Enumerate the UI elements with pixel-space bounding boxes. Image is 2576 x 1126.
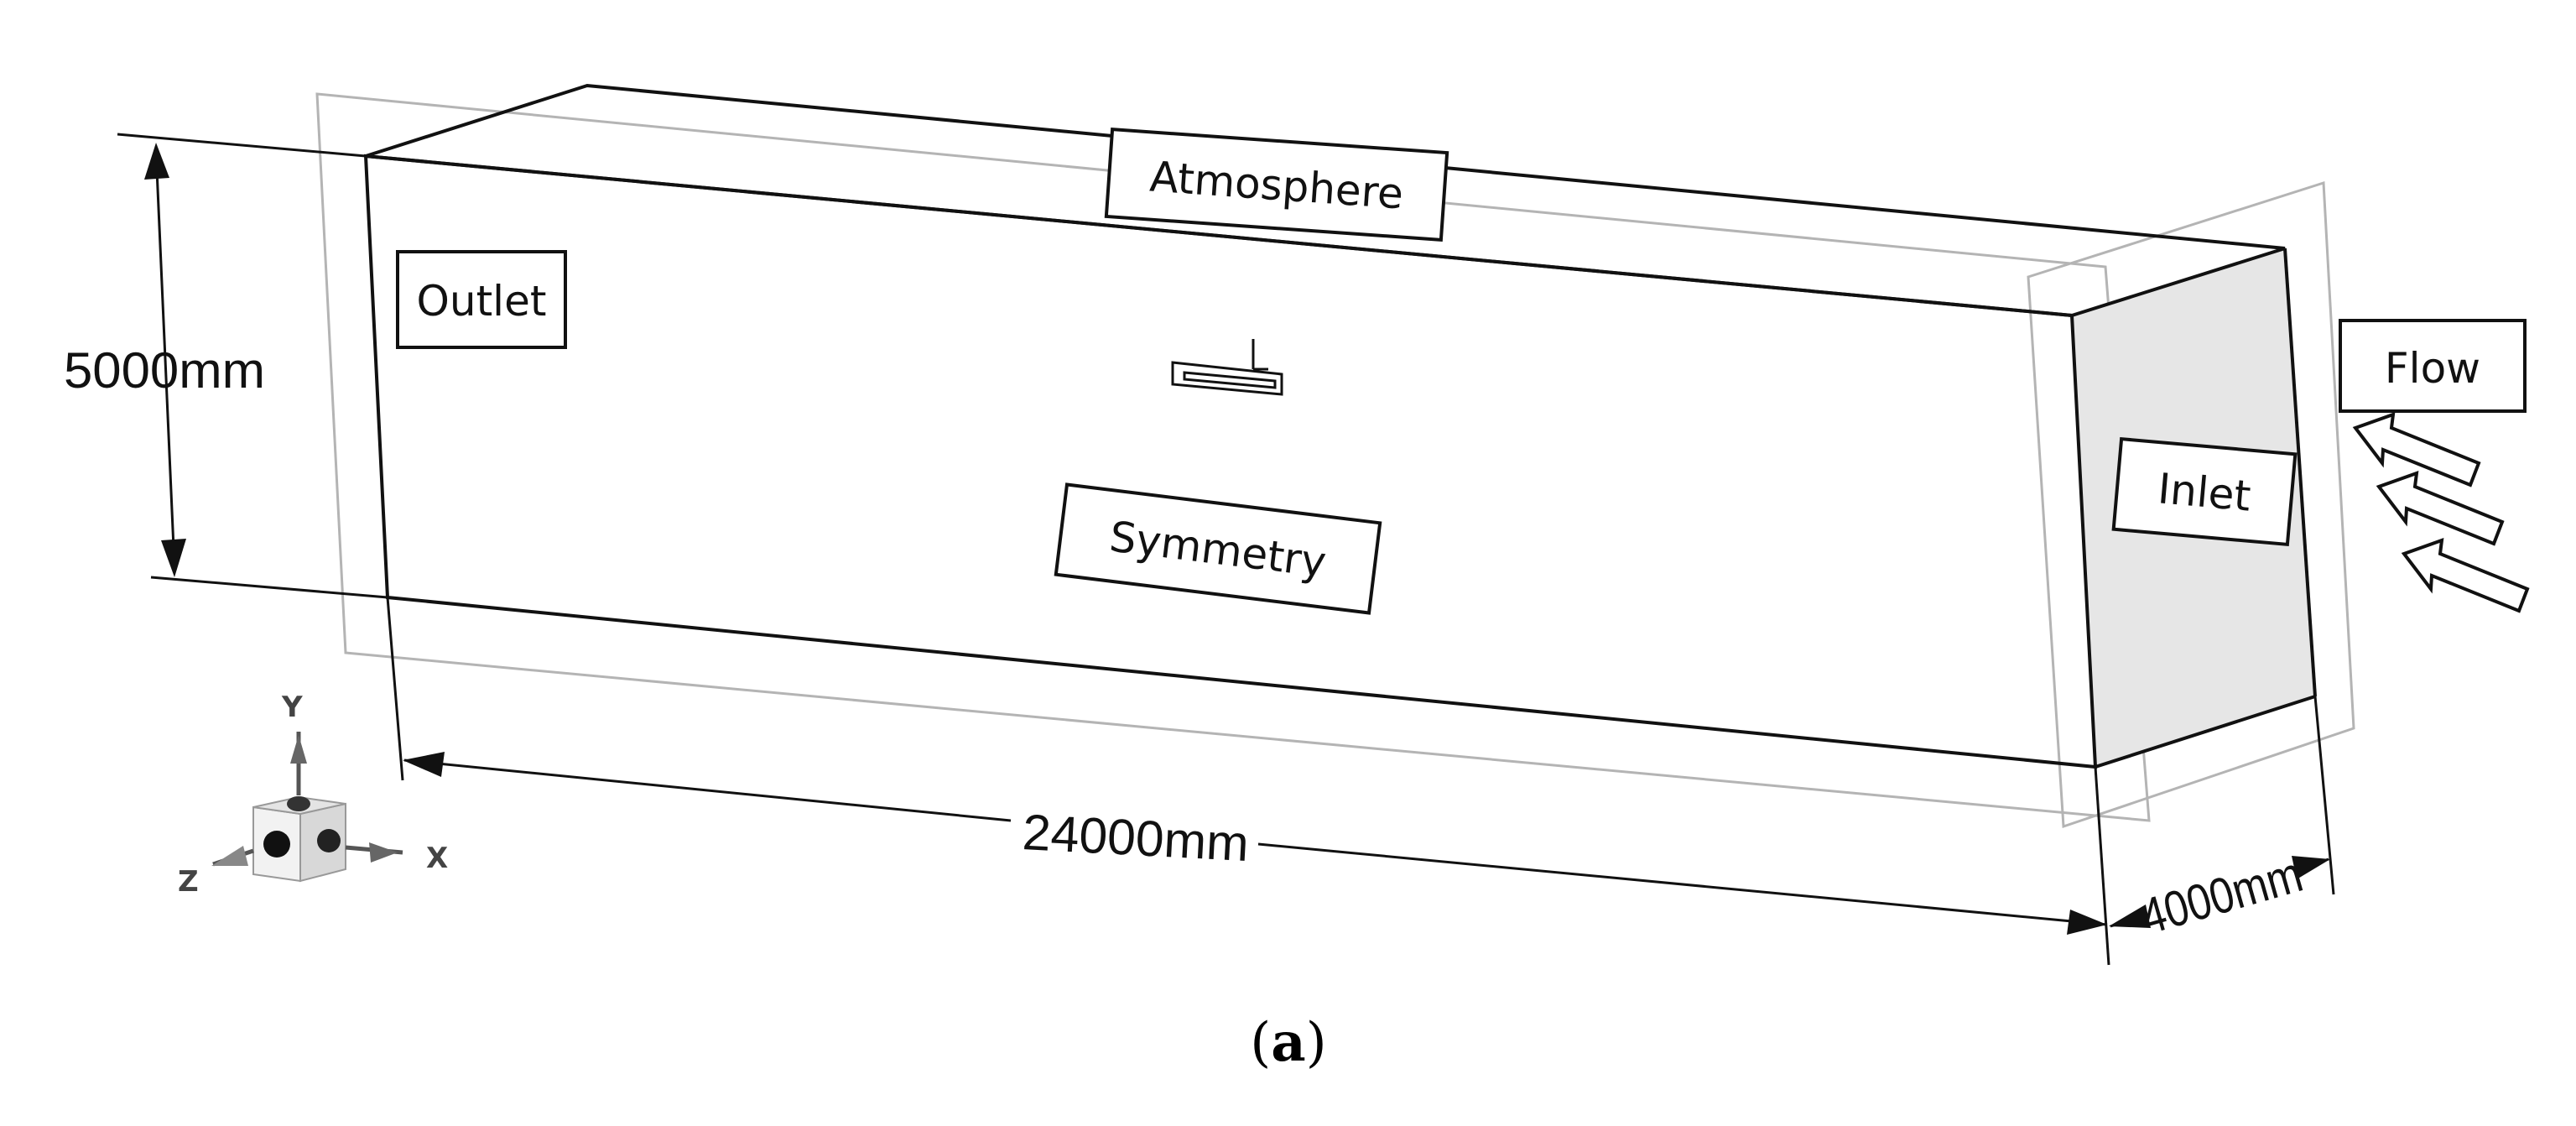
flow-label-box: Flow bbox=[2339, 319, 2527, 413]
triad-z-dot bbox=[263, 831, 290, 858]
width-label: 4000mm bbox=[2135, 846, 2308, 945]
axis-triad: Y X Z bbox=[178, 691, 448, 899]
triad-y-dot bbox=[287, 796, 310, 811]
figure-caption: (a) bbox=[1250, 1011, 1326, 1074]
inlet-label-box: Inlet bbox=[2111, 436, 2298, 547]
flow-arrow-icon bbox=[2352, 412, 2481, 487]
width-dimension bbox=[2109, 696, 2335, 928]
caption-open: ( bbox=[1250, 1012, 1271, 1074]
y-axis-arrow-icon bbox=[290, 735, 307, 764]
x-axis-label: X bbox=[426, 842, 448, 875]
symmetry-label-box: Symmetry bbox=[1054, 482, 1382, 615]
outlet-label-box: Outlet bbox=[396, 250, 567, 349]
flow-arrow-icon bbox=[2401, 538, 2530, 613]
z-axis-label: Z bbox=[178, 865, 199, 899]
length-label: 24000mm bbox=[1021, 804, 1250, 872]
caption-letter: a bbox=[1271, 1011, 1305, 1074]
height-dimension bbox=[117, 133, 388, 599]
triad-x-dot bbox=[317, 829, 341, 852]
svg-text:Outlet: Outlet bbox=[417, 277, 547, 326]
atmosphere-label-box: Atmosphere bbox=[1104, 128, 1449, 242]
height-label: 5000mm bbox=[64, 342, 265, 399]
svg-text:Flow: Flow bbox=[2385, 344, 2480, 393]
x-axis-arrow-icon bbox=[369, 842, 398, 863]
flow-arrow-icon bbox=[2376, 471, 2505, 546]
svg-text:Inlet: Inlet bbox=[2156, 464, 2252, 520]
y-axis-label: Y bbox=[281, 691, 303, 724]
inlet-plane-outline bbox=[2027, 180, 2355, 829]
symmetry-plane-outline bbox=[315, 92, 2151, 822]
length-dimension bbox=[386, 597, 2110, 966]
flow-arrows bbox=[2352, 412, 2530, 613]
caption-close: ) bbox=[1306, 1012, 1327, 1074]
bridge-model-icon bbox=[1171, 339, 1283, 396]
z-axis-arrow-icon bbox=[211, 846, 248, 866]
